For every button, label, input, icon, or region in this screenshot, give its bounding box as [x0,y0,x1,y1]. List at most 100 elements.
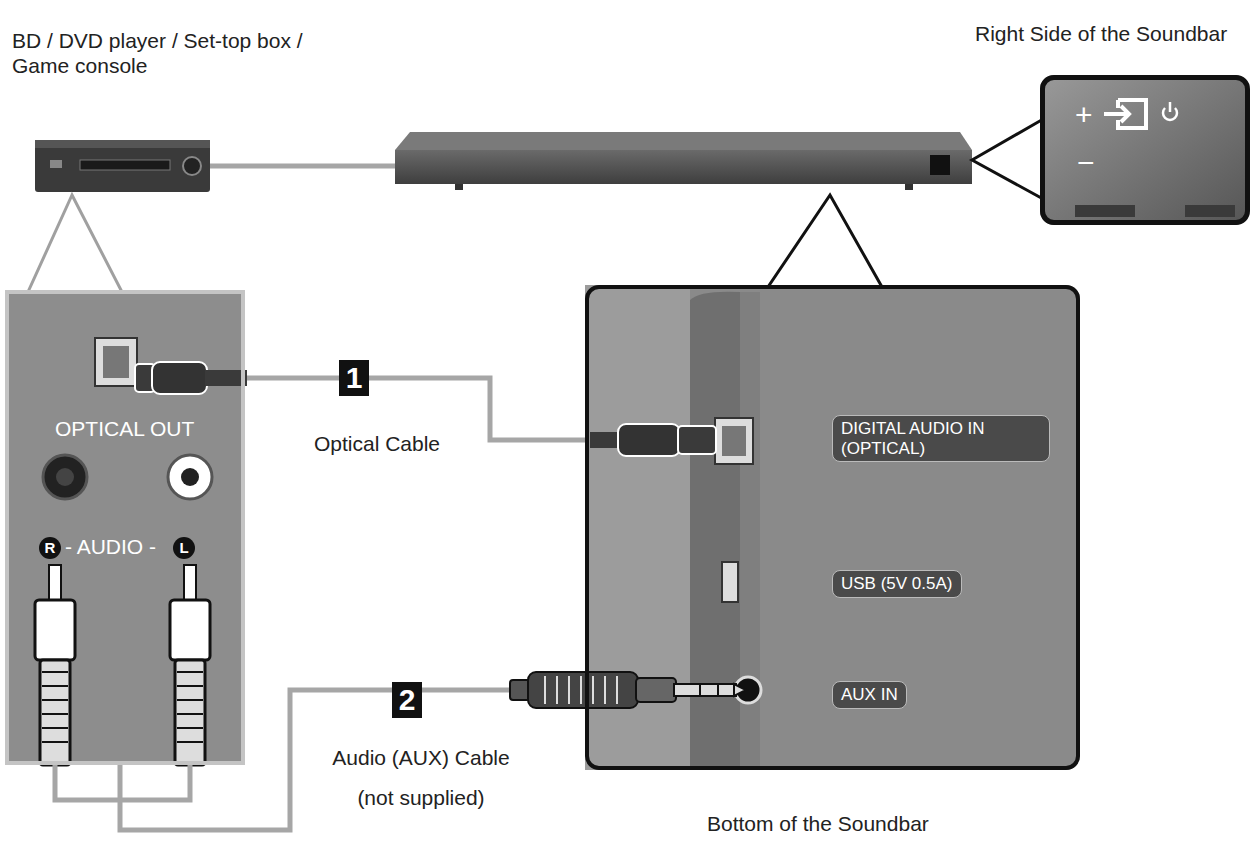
link-wire [205,164,400,169]
device-heading: BD / DVD player / Set-top box / Game con… [12,28,357,78]
rca-cable [55,765,190,800]
input-icon [1104,100,1146,128]
aux-plug [544,676,546,704]
rca-plug [177,699,203,701]
optical-plug [135,362,247,394]
rca-plug [42,727,68,729]
aux-plug [717,684,719,696]
rca-jack [43,455,87,499]
soundbar-bottom-fill [585,285,1080,770]
soundbar [905,184,913,190]
soundbar-bottom-fill [585,285,1080,770]
rca-plug [177,685,203,687]
aux-plug [674,684,736,696]
aux-plug [592,676,594,704]
port-label: - AUDIO - [65,534,156,559]
device-panel-fill [5,290,245,765]
source-device [35,140,210,192]
source-device [80,160,170,170]
soundbar-bottom-fill [690,292,740,770]
source-device [35,140,210,192]
button-symbol: − [1077,148,1095,178]
rca-plug [42,672,203,742]
source-device [50,160,62,168]
device-panel: OPTICAL OUT R- AUDIO - L [5,290,245,765]
soundbar-side-panel: Right Side of the Soundbar+− [1040,75,1250,225]
optical-plug [152,362,207,394]
aux-plug [528,672,638,708]
aux-jack [735,677,761,703]
side-panel-fill [1040,75,1248,225]
optical-out-port [95,338,137,386]
link-wire [205,166,400,167]
aux-plug [556,676,558,704]
channel-mark: R [39,537,61,559]
aux-plug [699,684,701,696]
input-icon [1116,100,1120,108]
input-icon [1104,106,1129,122]
aux-plug [734,684,746,696]
soundbar [455,184,463,190]
rca-cable [55,765,190,800]
rca-jack [168,455,212,499]
aux-jack [735,677,761,703]
cable-label: Audio (AUX) Cable (not supplied) [318,738,524,818]
panel-heading: Right Side of the Soundbar [975,21,1250,46]
rca-plug [42,699,68,701]
aux-plug [510,672,746,708]
side-panel-fill [1075,205,1135,217]
optical-plug [618,424,680,456]
optical-plug [678,426,716,454]
aux-plug [568,676,570,704]
device-panel-fill [5,290,245,765]
rca-plug [42,741,68,743]
source-device [35,140,210,148]
aux-plug [636,678,676,702]
optical-in-port [715,418,753,464]
soundbar [930,155,950,175]
optical-in-port [715,418,753,464]
optical-plug [590,424,716,456]
usb-port [722,562,738,602]
rca-plug [42,671,68,673]
rca-plug [42,713,68,715]
side-panel-fill [1040,75,1248,225]
rca-plug [35,600,75,660]
optical-out-port [95,338,137,386]
power-icon [1163,102,1177,120]
panel-heading: Bottom of the Soundbar [707,811,1007,836]
channel-mark: L [173,537,195,559]
rca-plug [177,727,203,729]
rca-jack [181,468,199,486]
rca-plug [177,671,203,673]
aux-plug [616,676,618,704]
source-device [183,157,201,175]
soundbar-bottom-panel: Bottom of the SoundbarDIGITAL AUDIO IN (… [585,285,1080,770]
port-label: AUX IN [832,681,907,709]
zoom-pointer [768,195,882,287]
soundbar [395,132,972,190]
optical-out-port [103,346,129,378]
rca-plug [40,660,70,765]
port-label: DIGITAL AUDIO IN (OPTICAL) [832,415,1050,462]
side-panel-fill [1185,205,1235,217]
port-label: USB (5V 0.5A) [832,570,962,598]
optical-in-port [722,426,746,456]
power-icon [1169,102,1172,112]
aux-plug [580,676,582,704]
rca-plug [170,600,210,660]
rca-plug [175,660,205,765]
rca-plug [177,741,203,743]
rca-jack [56,468,74,486]
port-label: OPTICAL OUT [55,416,194,441]
soundbar [395,150,972,184]
button-symbol: + [1075,100,1093,130]
soundbar [395,132,972,150]
optical-plug [205,370,247,386]
rca-plug [177,713,203,715]
usb-port [722,562,738,602]
zoom-pointer [972,118,1045,200]
cable-label: Optical Cable [294,424,460,464]
rca-jack [43,455,212,499]
